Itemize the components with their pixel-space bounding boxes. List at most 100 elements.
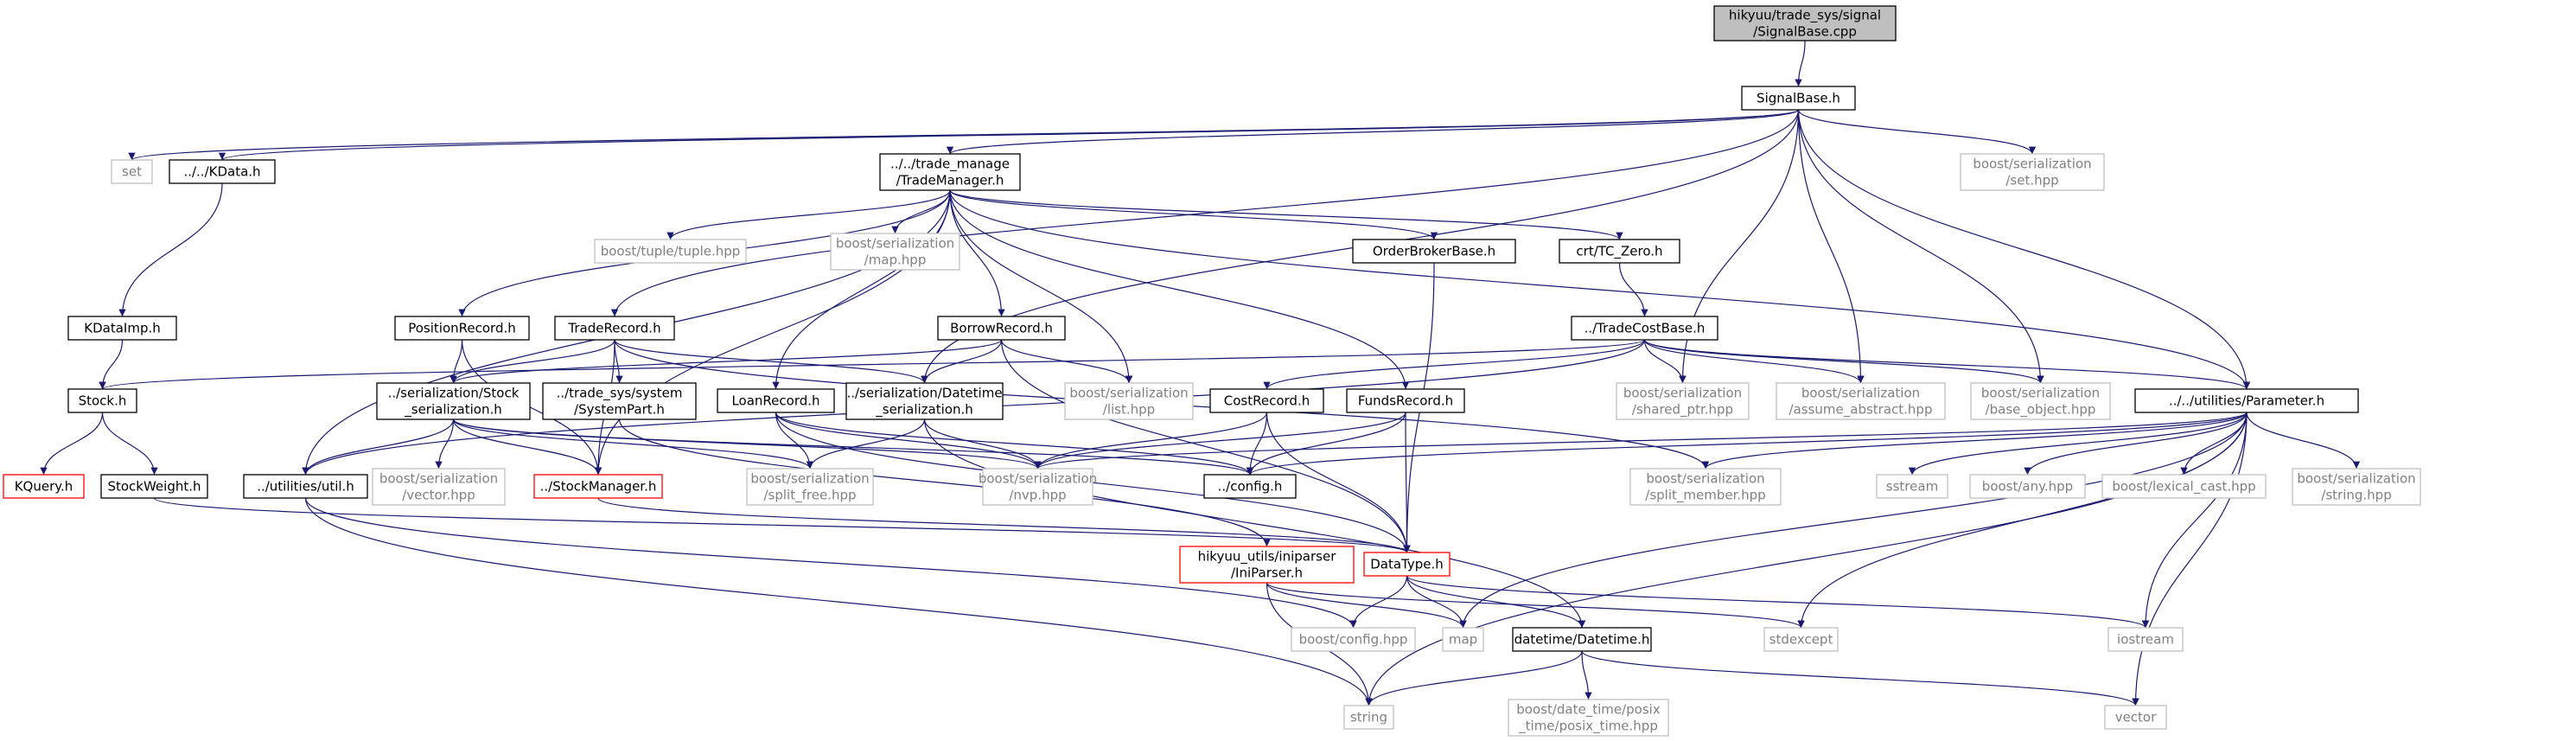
node-label-map-0: map bbox=[1449, 632, 1477, 648]
node-config[interactable]: ../config.h bbox=[1203, 474, 1297, 499]
node-bs_baseobj[interactable]: boost/serialization/base_object.hpp bbox=[1970, 382, 2111, 420]
node-label-bs_shared-1: /shared_ptr.hpp bbox=[1632, 402, 1733, 418]
node-map[interactable]: map bbox=[1442, 627, 1484, 652]
node-tczero[interactable]: crt/TC_Zero.h bbox=[1559, 239, 1680, 264]
edge-fundsrec-to-datatype bbox=[1403, 412, 1411, 553]
edge-tradecost-to-bs_assume bbox=[1643, 339, 1865, 384]
node-signalbase[interactable]: SignalBase.h bbox=[1741, 86, 1856, 111]
node-fundsrec[interactable]: FundsRecord.h bbox=[1346, 388, 1465, 413]
node-vector[interactable]: vector bbox=[2104, 705, 2167, 730]
node-label-kdata-0: ../../KData.h bbox=[183, 164, 260, 180]
node-orderbroker[interactable]: OrderBrokerBase.h bbox=[1352, 239, 1516, 264]
node-datetime[interactable]: datetime/Datetime.h bbox=[1512, 627, 1652, 652]
node-util[interactable]: ../utilities/util.h bbox=[243, 474, 368, 499]
edge-parameter-to-iostream bbox=[2141, 412, 2248, 629]
edge-costrec-to-bs_nvp bbox=[1034, 412, 1268, 470]
node-stockmgr[interactable]: ../StockManager.h bbox=[533, 474, 663, 499]
node-lexical[interactable]: boost/lexical_cast.hpp bbox=[2101, 474, 2267, 499]
node-label-parameter-0: ../../utilities/Parameter.h bbox=[2169, 393, 2324, 409]
node-set[interactable]: set bbox=[111, 159, 153, 184]
node-posix[interactable]: boost/date_time/posix_time/posix_time.hp… bbox=[1508, 699, 1669, 737]
edge-signalbase-to-trademgr bbox=[947, 109, 1800, 155]
node-label-borrowrec-0: BorrowRecord.h bbox=[950, 321, 1053, 336]
edge-signalbase-to-bs_set bbox=[1797, 109, 2037, 155]
node-bs_set[interactable]: boost/serialization/set.hpp bbox=[1960, 153, 2105, 191]
node-boost_any[interactable]: boost/any.hpp bbox=[1969, 474, 2086, 499]
node-box-boost_any bbox=[1969, 474, 2086, 499]
edge-tczero-to-tradecost bbox=[1618, 262, 1648, 317]
node-parameter[interactable]: ../../utilities/Parameter.h bbox=[2134, 388, 2359, 413]
node-stockweight[interactable]: StockWeight.h bbox=[100, 474, 208, 499]
edge-parameter-to-config bbox=[1247, 412, 2248, 476]
edge-borrowrec-to-ser_stock bbox=[450, 339, 1003, 384]
node-box-bs_list bbox=[1064, 382, 1194, 420]
edge-signalbase-to-bs_shared bbox=[1679, 109, 1800, 384]
node-kdataimp[interactable]: KDataImp.h bbox=[67, 316, 177, 341]
node-traderec[interactable]: TradeRecord.h bbox=[554, 316, 675, 341]
edge-datatype-to-datetime bbox=[1406, 575, 1586, 629]
node-box-loanrec bbox=[717, 388, 835, 413]
node-label-bs_map-0: boost/serialization bbox=[836, 236, 954, 252]
node-datatype[interactable]: DataType.h bbox=[1363, 552, 1451, 577]
node-label-ser_dt-1: _serialization.h bbox=[875, 402, 972, 418]
node-bs_list[interactable]: boost/serialization/list.hpp bbox=[1064, 382, 1194, 420]
edge-parameter-to-bs_splitmember bbox=[1701, 412, 2248, 470]
node-borrowrec[interactable]: BorrowRecord.h bbox=[937, 316, 1066, 341]
node-tuple[interactable]: boost/tuple/tuple.hpp bbox=[594, 239, 747, 264]
edge-loanrec-to-bs_nvp bbox=[775, 412, 1042, 470]
node-label-bs_vector-1: /vector.hpp bbox=[402, 488, 475, 503]
node-label-bs_shared-0: boost/serialization bbox=[1623, 386, 1742, 401]
node-box-set bbox=[111, 159, 153, 184]
node-loanrec[interactable]: LoanRecord.h bbox=[717, 388, 835, 413]
node-bs_assume[interactable]: boost/serialization/assume_abstract.hpp bbox=[1776, 382, 1946, 420]
node-costrec[interactable]: CostRecord.h bbox=[1209, 388, 1324, 413]
node-sstream[interactable]: sstream bbox=[1876, 474, 1948, 499]
node-label-iostream-0: iostream bbox=[2117, 632, 2174, 648]
node-label-bs_map-1: /map.hpp bbox=[864, 252, 927, 268]
node-box-boostconfig bbox=[1291, 627, 1416, 652]
node-stdexcept[interactable]: stdexcept bbox=[1763, 627, 1839, 652]
edge-parameter-to-map bbox=[1459, 412, 2248, 629]
node-posrec[interactable]: PositionRecord.h bbox=[394, 316, 530, 341]
node-label-bs_nvp-0: boost/serialization bbox=[979, 471, 1097, 487]
edge-ser_stock-to-bs_splitfree bbox=[452, 418, 814, 470]
edge-trademgr-to-tuple bbox=[666, 189, 951, 240]
node-bs_nvp[interactable]: boost/serialization/nvp.hpp bbox=[979, 468, 1097, 506]
node-box-vector bbox=[2104, 705, 2167, 730]
edge-borrowrec-to-datatype bbox=[1000, 339, 1411, 553]
node-label-traderec-0: TradeRecord.h bbox=[567, 321, 660, 336]
node-string[interactable]: string bbox=[1343, 705, 1394, 730]
node-box-datetime bbox=[1512, 627, 1652, 652]
node-bs_splitfree[interactable]: boost/serialization/split_free.hpp bbox=[746, 468, 874, 506]
node-tradecost[interactable]: ../TradeCostBase.h bbox=[1571, 316, 1718, 341]
node-label-datatype-0: DataType.h bbox=[1370, 557, 1444, 572]
node-bs_map[interactable]: boost/serialization/map.hpp bbox=[830, 233, 960, 271]
node-trademgr[interactable]: ../../trade_manage/TradeManager.h bbox=[879, 153, 1021, 191]
node-box-ser_stock bbox=[376, 382, 531, 420]
node-iniparser[interactable]: hikyuu_utils/iniparser/IniParser.h bbox=[1179, 546, 1355, 584]
node-systempart[interactable]: ../trade_sys/system/SystemPart.h bbox=[542, 382, 697, 420]
edge-costrec-to-config bbox=[1246, 412, 1268, 476]
node-box-fundsrec bbox=[1346, 388, 1465, 413]
node-label-kquery-0: KQuery.h bbox=[15, 479, 73, 495]
node-bs_string[interactable]: boost/serialization/string.hpp bbox=[2292, 468, 2421, 506]
node-kdata[interactable]: ../../KData.h bbox=[169, 159, 276, 184]
node-ser_stock[interactable]: ../serialization/Stock_serialization.h bbox=[376, 382, 531, 420]
node-root[interactable]: hikyuu/trade_sys/signal/SignalBase.cpp bbox=[1713, 5, 1897, 42]
node-label-bs_splitfree-1: /split_free.hpp bbox=[764, 488, 857, 504]
edge-trademgr-to-orderbroker bbox=[949, 189, 1438, 240]
edge-root-to-signalbase bbox=[1795, 40, 1806, 87]
node-bs_vector[interactable]: boost/serialization/vector.hpp bbox=[372, 468, 506, 506]
edge-ser_stock-to-bs_vector bbox=[435, 418, 455, 470]
node-box-orderbroker bbox=[1352, 239, 1516, 264]
node-bs_splitmember[interactable]: boost/serialization/split_member.hpp bbox=[1629, 468, 1782, 506]
node-box-sstream bbox=[1876, 474, 1948, 499]
node-kquery[interactable]: KQuery.h bbox=[3, 474, 85, 499]
node-boostconfig[interactable]: boost/config.hpp bbox=[1291, 627, 1416, 652]
node-bs_shared[interactable]: boost/serialization/shared_ptr.hpp bbox=[1616, 382, 1750, 420]
node-ser_dt[interactable]: ../serialization/Datetime_serialization.… bbox=[845, 382, 1004, 420]
node-stock[interactable]: Stock.h bbox=[67, 388, 137, 413]
node-iostream[interactable]: iostream bbox=[2107, 627, 2184, 652]
node-box-kquery bbox=[3, 474, 85, 499]
edge-borrowrec-to-ser_dt bbox=[921, 339, 1003, 384]
